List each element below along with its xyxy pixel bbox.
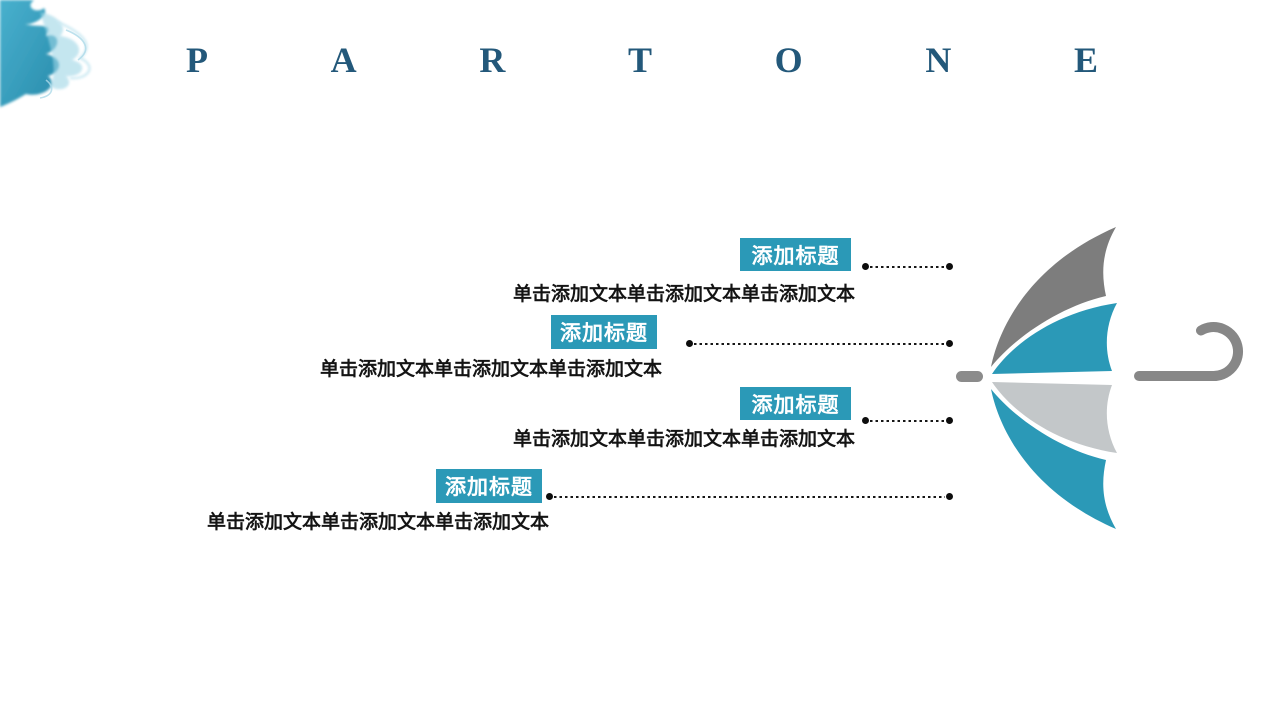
umbrella-petal-teal-top [992, 303, 1117, 374]
placeholder-text-4[interactable]: 单击添加文本单击添加文本单击添加文本 [207, 512, 550, 533]
endpoint-dot-icon [862, 417, 869, 424]
umbrella-ferrule [956, 371, 983, 382]
dashed-line [694, 342, 945, 345]
section-title-letter: P [186, 40, 208, 80]
endpoint-dot-icon [546, 493, 553, 500]
section-title-letter: N [925, 40, 952, 80]
umbrella-icon [956, 227, 1244, 529]
section-title-letter: R [479, 40, 506, 80]
umbrella-petal-dark-gray [991, 227, 1116, 367]
umbrella-handle [1134, 322, 1244, 382]
endpoint-dot-icon [946, 493, 953, 500]
endpoint-dot-icon [946, 263, 953, 270]
section-title-letter: E [1073, 40, 1098, 80]
section-title-letter: O [774, 40, 803, 80]
placeholder-text-1[interactable]: 单击添加文本单击添加文本单击添加文本 [513, 284, 856, 305]
endpoint-dot-icon [862, 263, 869, 270]
placeholder-text-2[interactable]: 单击添加文本单击添加文本单击添加文本 [320, 359, 663, 380]
add-title-button-2[interactable]: 添加标题 [551, 315, 657, 349]
add-title-button-3[interactable]: 添加标题 [740, 387, 851, 420]
dashed-line [870, 419, 945, 422]
section-title-letter: A [330, 40, 357, 80]
ink-splash-icon [0, 0, 91, 107]
dashed-line [554, 495, 945, 498]
connector-line-4 [546, 493, 953, 500]
placeholder-text-3[interactable]: 单击添加文本单击添加文本单击添加文本 [513, 429, 856, 450]
endpoint-dot-icon [946, 340, 953, 347]
umbrella-petal-teal-bottom [991, 389, 1116, 529]
section-title: P A R T O N E [186, 40, 1098, 80]
add-title-button-1[interactable]: 添加标题 [740, 238, 851, 271]
endpoint-dot-icon [686, 340, 693, 347]
section-title-letter: T [627, 40, 652, 80]
connector-line-3 [862, 417, 953, 424]
connector-line-1 [862, 263, 953, 270]
endpoint-dot-icon [946, 417, 953, 424]
connector-line-2 [686, 340, 953, 347]
add-title-button-4[interactable]: 添加标题 [436, 469, 542, 503]
dashed-line [870, 265, 945, 268]
umbrella-petal-light-gray [992, 382, 1117, 453]
